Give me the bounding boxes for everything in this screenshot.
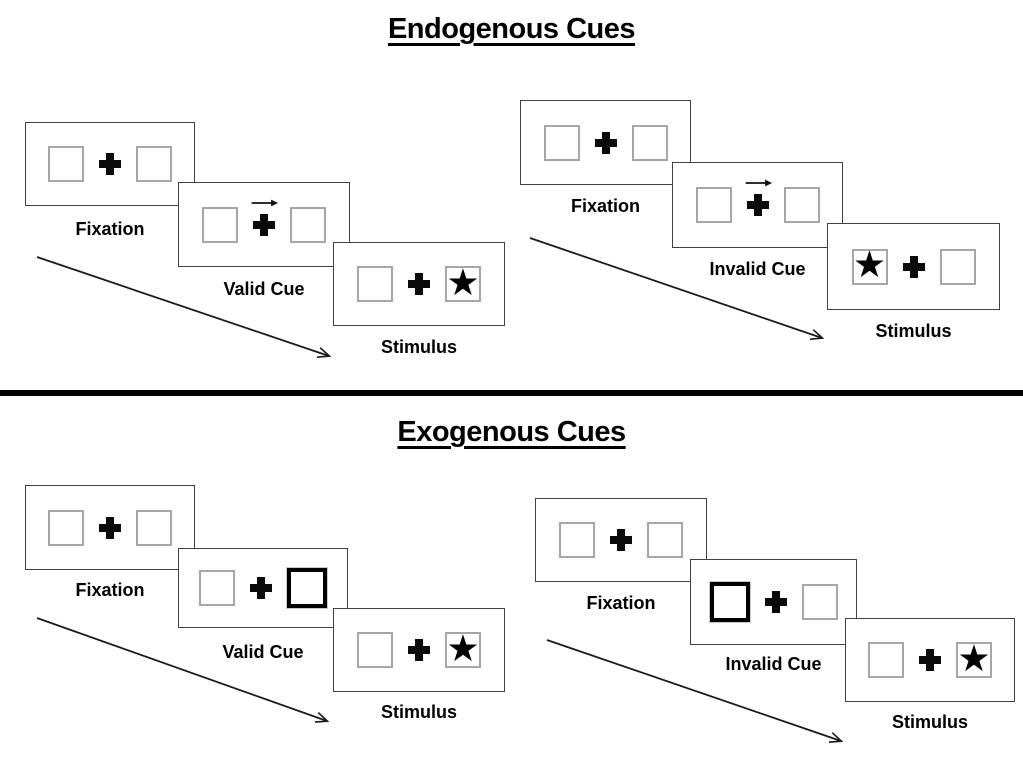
card-center <box>901 224 927 309</box>
left-placeholder-box <box>357 632 393 668</box>
endogenous-title-text: Endogenous Cues <box>387 13 636 45</box>
left-placeholder-box <box>543 124 580 161</box>
left-placeholder-box <box>559 522 595 558</box>
card-label: Stimulus <box>891 712 968 732</box>
exogenous-section-title: Exogenous Cues <box>0 416 1023 449</box>
card-label: Stimulus <box>380 702 457 722</box>
card-center <box>608 499 634 581</box>
fixation-card <box>535 498 707 582</box>
card-center <box>745 163 772 247</box>
section-divider <box>0 390 1023 396</box>
sequence-arrow <box>36 256 329 356</box>
card-center <box>97 486 123 569</box>
card-label: Stimulus <box>875 321 952 341</box>
fixation-cross-icon <box>408 639 430 661</box>
fixation-cross-icon <box>594 131 617 154</box>
left-placeholder-box <box>868 642 904 678</box>
left-placeholder-box <box>48 146 84 182</box>
card-label: Fixation <box>570 196 640 216</box>
cue-highlight-box <box>287 568 327 608</box>
cue-arrow-icon <box>251 199 279 206</box>
card-center <box>917 619 943 701</box>
card-center <box>593 101 619 184</box>
star-target-box: ★ <box>445 261 481 303</box>
stimulus-card: ★ <box>845 618 1015 702</box>
card-center <box>406 243 432 325</box>
sequence-arrow <box>529 237 822 338</box>
fixation-card <box>520 100 691 185</box>
fixation-cross-icon <box>99 516 121 539</box>
stimulus-card: ★ <box>333 608 505 692</box>
fixation-card <box>25 122 195 206</box>
card-center <box>97 123 123 205</box>
fixation-cross-icon <box>99 153 121 175</box>
fixation-cross-icon <box>919 649 941 671</box>
fixation-card <box>25 485 195 570</box>
stimulus-card: ★ <box>827 223 1000 310</box>
left-placeholder-box <box>357 266 393 302</box>
right-placeholder-box <box>647 522 683 558</box>
card-label: Valid Cue <box>222 642 304 662</box>
fixation-cross-icon <box>902 255 925 278</box>
stimulus-card: ★ <box>333 242 505 326</box>
sequence-arrow <box>36 617 327 721</box>
star-target-box: ★ <box>445 627 481 669</box>
cue-card <box>690 559 857 645</box>
fixation-cross-icon <box>253 213 275 236</box>
card-label: Fixation <box>75 580 145 600</box>
card-center <box>251 183 279 266</box>
star-target-box: ★ <box>851 244 888 285</box>
star-target-box: ★ <box>956 637 992 679</box>
fixation-cross-icon <box>610 529 632 551</box>
left-placeholder-box <box>199 570 235 606</box>
card-label: Invalid Cue <box>725 654 822 674</box>
card-center <box>248 549 274 627</box>
cue-card <box>178 548 348 628</box>
right-placeholder-box <box>290 206 326 243</box>
endogenous-section-title: Endogenous Cues <box>0 13 1023 46</box>
star-icon: ★ <box>446 261 480 303</box>
exogenous-title-text: Exogenous Cues <box>397 416 626 448</box>
right-placeholder-box <box>801 584 838 620</box>
right-placeholder-box <box>136 509 172 546</box>
right-placeholder-box <box>631 124 668 161</box>
star-icon: ★ <box>957 637 991 679</box>
right-placeholder-box <box>783 187 820 223</box>
left-placeholder-box <box>48 509 84 546</box>
left-placeholder-box <box>695 187 732 223</box>
card-label: Stimulus <box>380 337 457 357</box>
fixation-cross-icon <box>408 273 430 295</box>
cue-highlight-box <box>709 582 750 622</box>
cue-card <box>178 182 350 267</box>
card-center <box>763 560 789 644</box>
fixation-cross-icon <box>746 194 769 216</box>
right-placeholder-box <box>136 146 172 182</box>
fixation-cross-icon <box>250 577 272 599</box>
cue-arrow-icon <box>745 179 772 187</box>
card-label: Fixation <box>75 219 145 239</box>
card-center <box>406 609 432 691</box>
card-label: Invalid Cue <box>709 259 806 279</box>
fixation-cross-icon <box>764 591 787 613</box>
card-label: Fixation <box>586 593 656 613</box>
cue-card <box>672 162 843 248</box>
card-label: Valid Cue <box>223 279 305 299</box>
right-placeholder-box <box>939 248 976 285</box>
star-icon: ★ <box>446 627 480 669</box>
star-icon: ★ <box>852 244 887 285</box>
left-placeholder-box <box>202 206 238 243</box>
